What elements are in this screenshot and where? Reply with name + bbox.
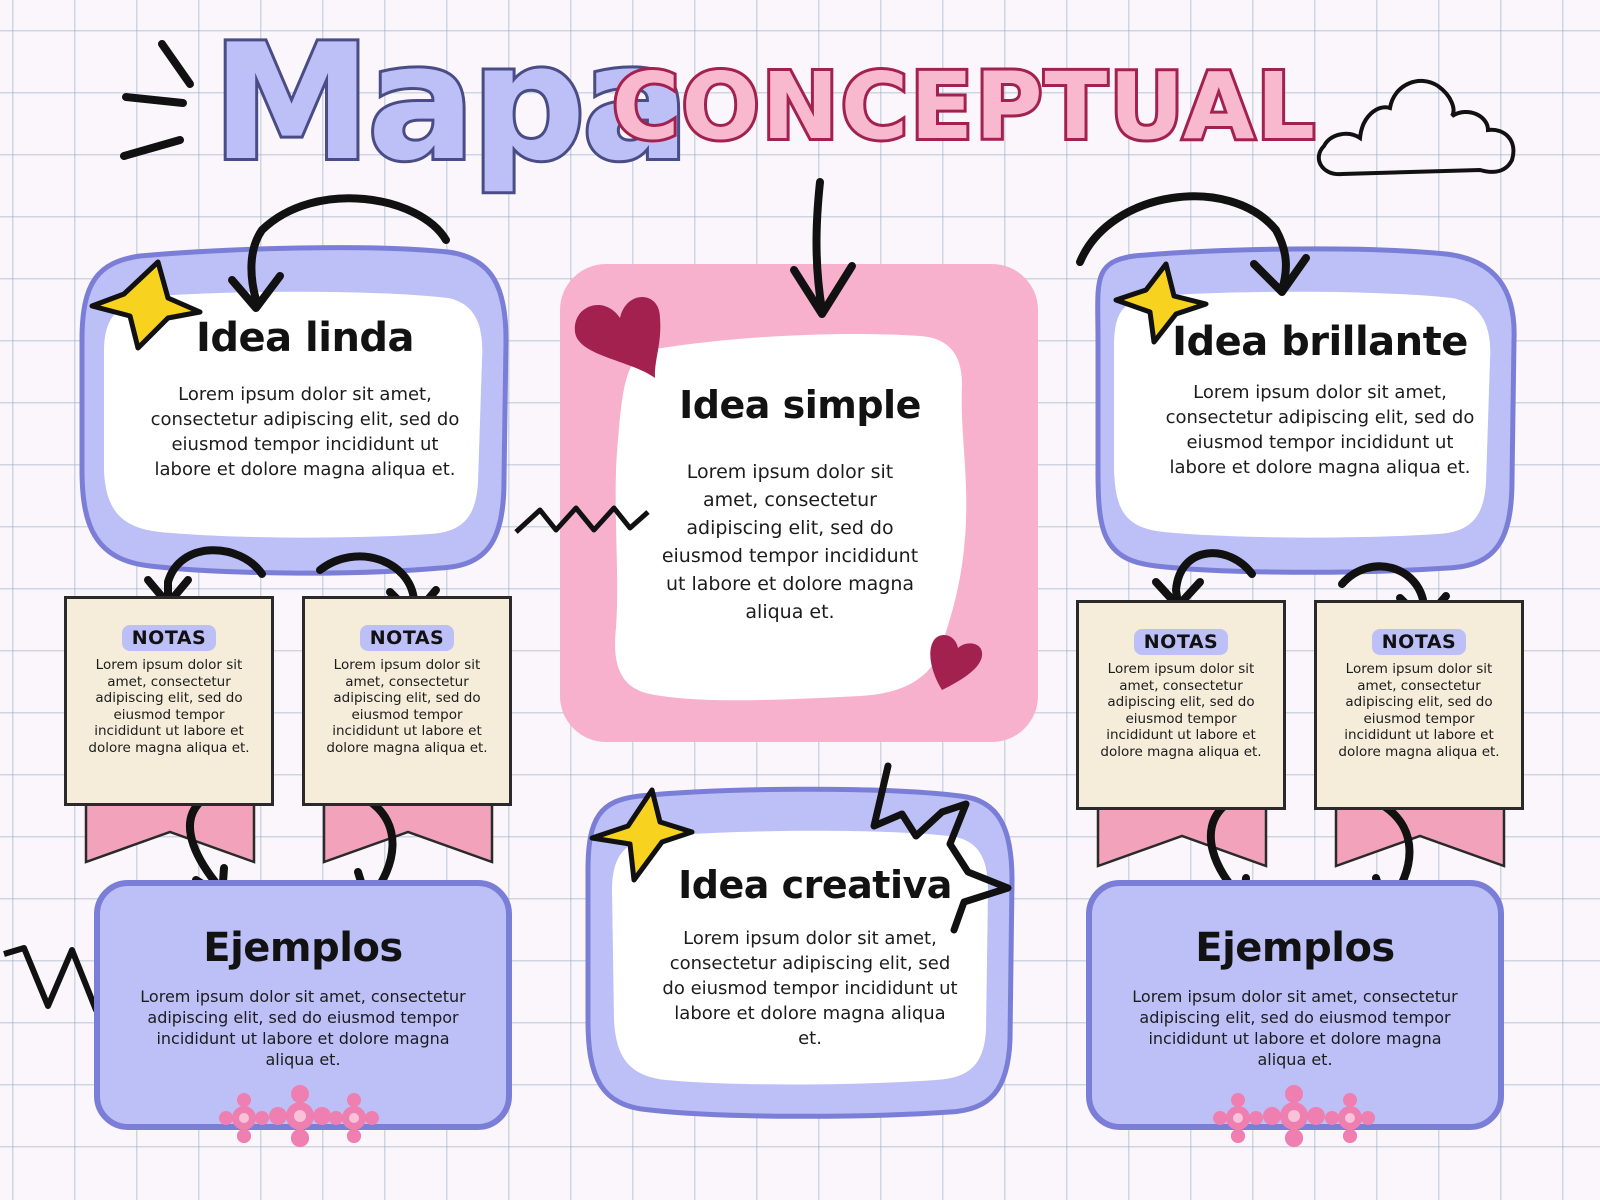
note-badge: NOTAS xyxy=(121,625,217,651)
flower-row xyxy=(219,1085,1375,1147)
note-card: NOTAS Lorem ipsum dolor sit amet, consec… xyxy=(302,596,512,806)
cloud-icon xyxy=(1316,79,1516,177)
note-text: Lorem ipsum dolor sit amet, consectetur … xyxy=(1338,661,1500,760)
note-text: Lorem ipsum dolor sit amet, consectetur … xyxy=(1100,661,1262,760)
idea-brillante-text: Lorem ipsum dolor sit amet, consectetur … xyxy=(1165,382,1475,478)
creativa-spikes xyxy=(870,762,1012,934)
idea-linda-heading: Idea linda xyxy=(195,315,415,361)
idea-simple-heading: Idea simple xyxy=(679,383,921,427)
heart-icon xyxy=(930,634,983,690)
zigzag-squiggle xyxy=(514,505,650,534)
note-text: Lorem ipsum dolor sit amet, consectetur … xyxy=(326,657,488,756)
star-icon xyxy=(1113,261,1209,345)
note-badge: NOTAS xyxy=(1371,629,1467,655)
examples-heading: Ejemplos xyxy=(203,925,403,971)
idea-brillante-inner-shape xyxy=(1114,291,1491,538)
flower-icon xyxy=(219,1085,1375,1147)
idea-creativa-text: Lorem ipsum dolor sit amet, consectetur … xyxy=(662,928,958,1049)
title-word-conceptual: CONCEPTUAL xyxy=(609,50,1318,163)
idea-creativa-inner-shape xyxy=(612,830,988,1085)
note-card: NOTAS Lorem ipsum dolor sit amet, consec… xyxy=(1314,600,1524,810)
ribbon-decorations xyxy=(84,802,1506,868)
examples-heading: Ejemplos xyxy=(1195,925,1395,971)
note-badge: NOTAS xyxy=(359,625,455,651)
idea-linda-inner-shape xyxy=(104,291,483,538)
idea-simple-inner-shape xyxy=(615,333,967,701)
title-word-mapa: Mapa xyxy=(209,6,693,199)
note-card: NOTAS Lorem ipsum dolor sit amet, consec… xyxy=(64,596,274,806)
idea-creativa-heading: Idea creativa xyxy=(678,863,952,907)
idea-brillante-heading: Idea brillante xyxy=(1172,319,1468,365)
examples-text: Lorem ipsum dolor sit amet, consectetur … xyxy=(1132,987,1458,1069)
examples-text: Lorem ipsum dolor sit amet, consectetur … xyxy=(140,987,466,1069)
note-badge: NOTAS xyxy=(1133,629,1229,655)
idea-simple-text: Lorem ipsum dolor sit amet, consectetur … xyxy=(661,461,919,623)
heart-icon xyxy=(574,297,661,378)
star-icon xyxy=(589,787,695,883)
idea-linda-text: Lorem ipsum dolor sit amet, consectetur … xyxy=(150,384,460,480)
sparkle-lines xyxy=(120,40,194,160)
note-text: Lorem ipsum dolor sit amet, consectetur … xyxy=(88,657,250,756)
note-card: NOTAS Lorem ipsum dolor sit amet, consec… xyxy=(1076,600,1286,810)
star-icon xyxy=(89,259,203,351)
